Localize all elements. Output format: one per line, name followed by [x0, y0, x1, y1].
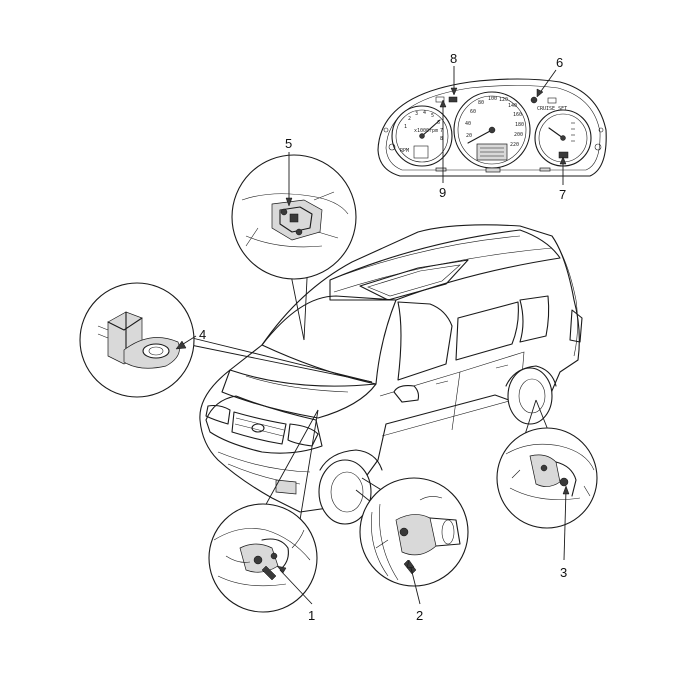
tach-scale-5: 5: [431, 113, 434, 119]
tach-sub-label: RPM: [400, 148, 409, 154]
fuel-temp-gauge: [534, 109, 592, 167]
callout-2: 2: [416, 608, 424, 623]
inset-4-detail: [79, 282, 195, 398]
inset-1-detail: [208, 503, 318, 613]
tach-scale-1: 1: [404, 124, 407, 130]
callout-4: 4: [199, 327, 207, 342]
tachometer-gauge: 1 2 3 4 5 6 7 8 x1000rpm RPM: [391, 105, 453, 167]
indicator-lamp-icon: [530, 96, 538, 104]
warning-lamp-icon: [448, 96, 458, 103]
callout-1: 1: [308, 608, 316, 623]
callout-7: 7: [559, 187, 567, 202]
speedo-scale-40: 40: [465, 121, 471, 127]
tach-unit: x1000rpm: [414, 128, 438, 134]
speedo-scale-100: 100: [488, 96, 497, 102]
instrument-cluster: 1 2 3 4 5 6 7 8 x1000rpm RPM 20 40 60 80…: [377, 78, 607, 177]
speedo-scale-140: 140: [508, 103, 517, 109]
speedo-scale-200: 200: [514, 132, 523, 138]
speedo-scale-80: 80: [478, 100, 484, 106]
callout-6: 6: [556, 55, 564, 70]
callout-9: 9: [439, 185, 447, 200]
speedo-scale-20: 20: [466, 133, 472, 139]
inset-5-detail: [231, 154, 357, 280]
speedo-scale-120: 120: [499, 97, 508, 103]
speedometer-gauge: 20 40 60 80 100 120 140 160 180 200 220: [453, 91, 531, 169]
tach-scale-6: 6: [437, 120, 440, 126]
suv-vehicle: [199, 224, 583, 525]
tach-scale-7: 7: [440, 128, 443, 134]
inset-2-detail: [359, 477, 469, 587]
speedo-scale-60: 60: [470, 109, 476, 115]
speedo-scale-180: 180: [515, 122, 524, 128]
callout-5: 5: [285, 136, 293, 151]
tach-scale-3: 3: [415, 111, 418, 117]
callout-3: 3: [560, 565, 568, 580]
speedo-scale-160: 160: [513, 112, 522, 118]
tach-scale-4: 4: [423, 110, 426, 116]
callout-8: 8: [450, 51, 458, 66]
inset-3-detail: [496, 427, 598, 529]
tach-scale-2: 2: [408, 116, 411, 122]
speedo-scale-220: 220: [510, 142, 519, 148]
cruise-set-indicator: CRUISE SET: [537, 106, 567, 112]
tach-scale-8: 8: [440, 136, 443, 142]
